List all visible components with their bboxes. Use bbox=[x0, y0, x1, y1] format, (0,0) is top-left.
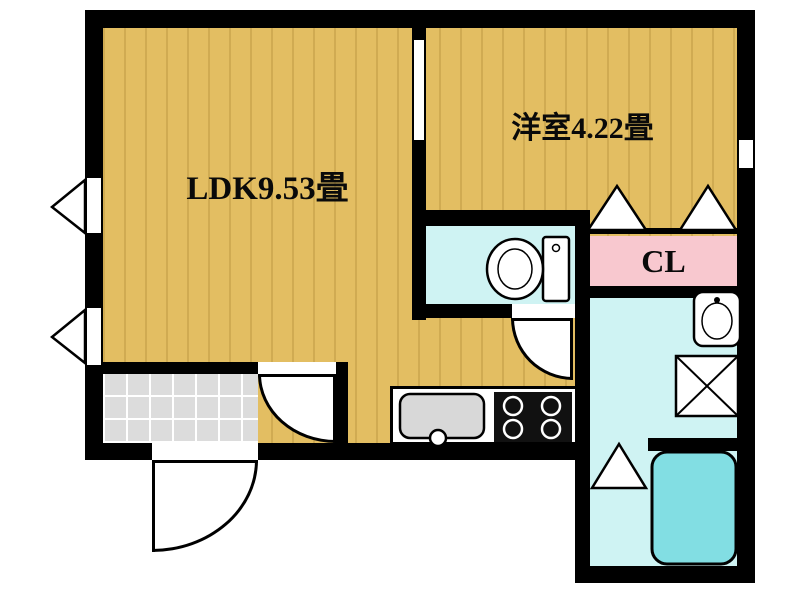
opening-ldk-bedroom bbox=[412, 40, 426, 140]
ldk-label: LDK9.53畳 bbox=[186, 171, 349, 207]
wall-toilet-top bbox=[412, 210, 590, 226]
window-right-opening bbox=[737, 140, 755, 168]
wall-hall-top bbox=[85, 362, 258, 374]
wall-closet-bottom bbox=[575, 286, 755, 298]
wall-bottom-right bbox=[575, 566, 755, 583]
wall-bath-partition bbox=[648, 438, 737, 451]
entrance-opening bbox=[152, 443, 258, 460]
window-left-2-opening bbox=[85, 308, 103, 365]
wall-hall-stub bbox=[336, 362, 348, 460]
washroom-floor bbox=[590, 298, 737, 438]
entrance-tile bbox=[103, 374, 258, 443]
wall-top bbox=[85, 10, 755, 28]
wall-toilet-bottom bbox=[412, 304, 512, 318]
entrance-door-arc bbox=[152, 460, 258, 552]
closet-label: CL bbox=[641, 242, 686, 279]
window-icon bbox=[50, 307, 87, 366]
bathroom-floor bbox=[590, 438, 737, 566]
kitchen-counter bbox=[390, 386, 590, 445]
toilet-door-opening bbox=[512, 304, 575, 318]
window-icon bbox=[50, 177, 87, 236]
closet-floor bbox=[590, 236, 737, 286]
wall-closet-top bbox=[590, 228, 737, 234]
hall-door-opening bbox=[258, 362, 336, 374]
bedroom-label: 洋室4.22畳 bbox=[511, 112, 654, 145]
wall-left bbox=[85, 10, 103, 460]
wall-washroom-left bbox=[575, 210, 590, 583]
toilet-floor bbox=[426, 226, 575, 304]
window-left-1-opening bbox=[85, 178, 103, 233]
toilet-door-arc bbox=[511, 318, 573, 380]
